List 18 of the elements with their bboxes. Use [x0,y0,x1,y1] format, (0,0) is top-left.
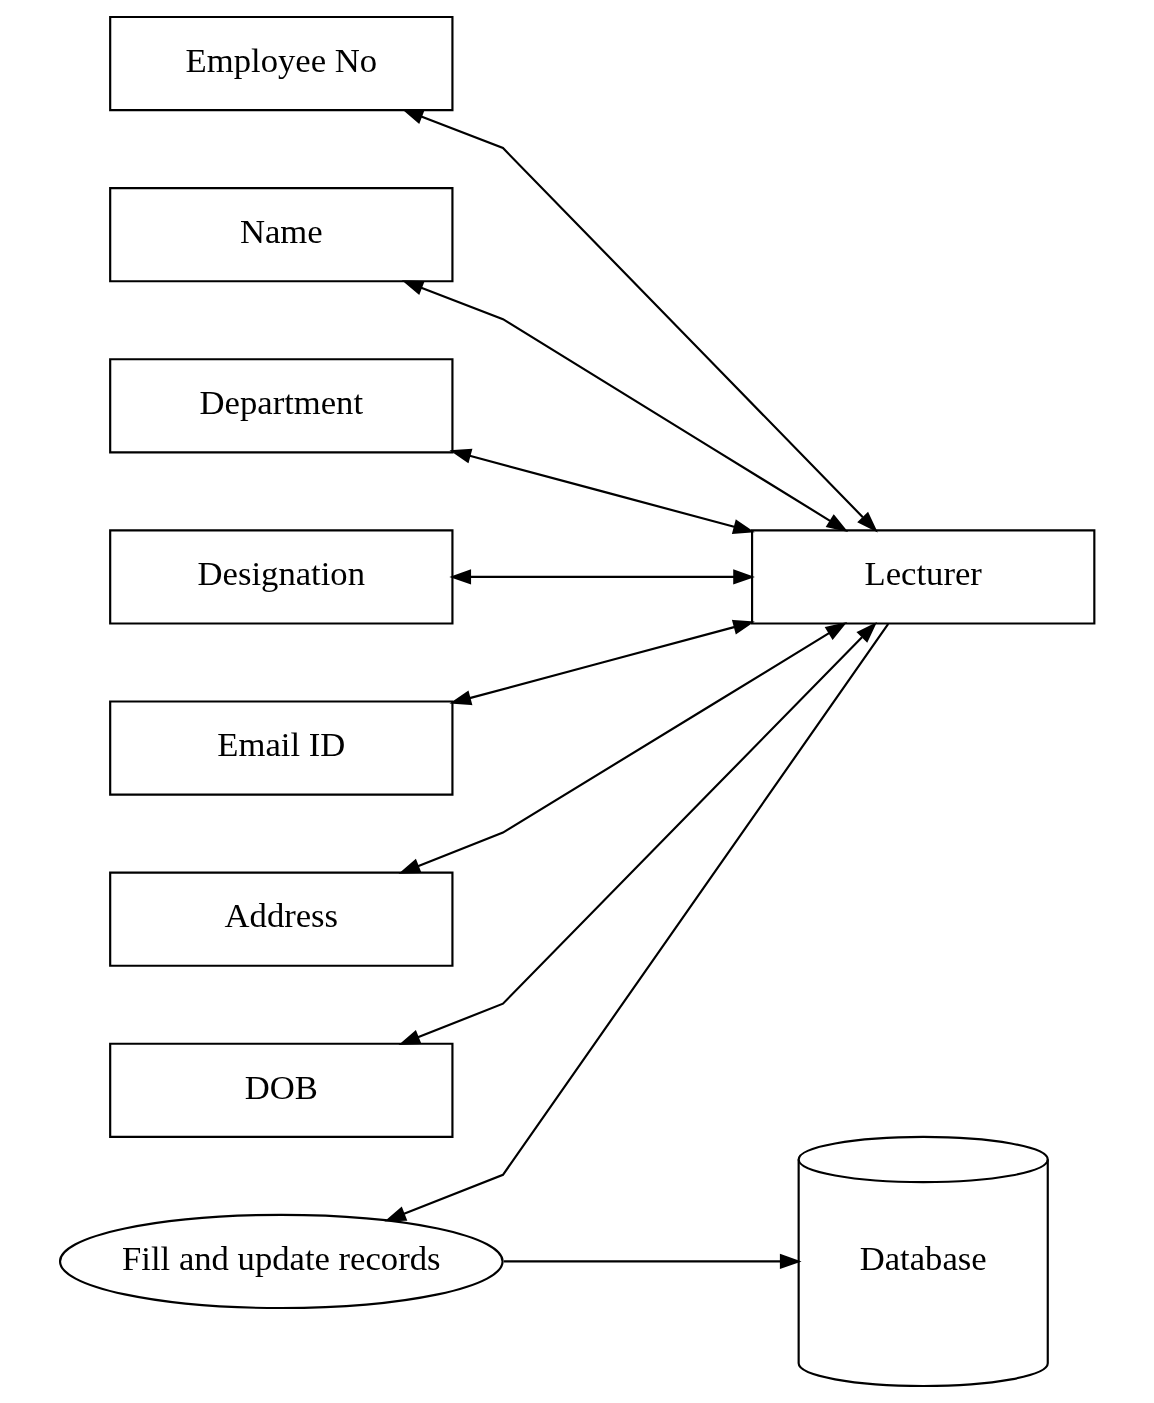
node-box: Address [109,871,454,967]
arrow [398,621,877,1045]
arrow [401,280,849,532]
node-ellipse: Fill and update records [58,1213,504,1310]
arrow [503,1253,802,1270]
arrow [384,623,890,1222]
node-box: Designation [109,529,454,625]
arrow [449,569,755,585]
node-box: Employee No [109,15,454,112]
node-box: Email ID [109,700,454,796]
arrow [398,622,848,874]
arrow [449,619,755,706]
arrow [449,448,755,535]
arrow [401,109,878,533]
node-box: DOB [109,1042,454,1138]
node-box: Lecturer [751,529,1096,625]
node-box: Name [109,187,454,283]
node-box: Department [109,358,454,454]
